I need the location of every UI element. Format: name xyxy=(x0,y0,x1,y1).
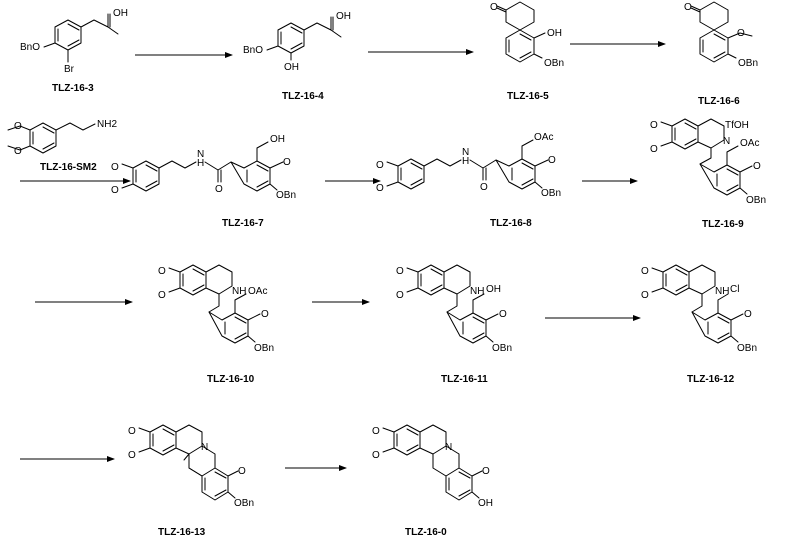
label-tlz-16-3: TLZ-16-3 xyxy=(52,83,94,94)
structure-tlz-16-7: O O H N O OH O OBn TLZ-16-7 xyxy=(111,134,296,229)
atom-o: O xyxy=(650,144,658,155)
label-tlz-16-5: TLZ-16-5 xyxy=(507,91,549,102)
atom-h: H xyxy=(462,156,469,167)
structure-tlz-16-12: O O NH Cl O OBn TLZ-16-12 xyxy=(641,264,757,385)
atom-obn: OBn xyxy=(234,498,254,509)
atom-oh: OH xyxy=(270,134,285,145)
atom-o: O xyxy=(128,426,136,437)
atom-o: O xyxy=(128,450,136,461)
atom-o: O xyxy=(396,266,404,277)
atom-bno: BnO xyxy=(243,45,263,56)
atom-br: Br xyxy=(64,64,75,75)
structure-tlz-16-0: O O N O OH TLZ-16-0 xyxy=(372,424,493,538)
structure-tlz-16-8: O O H N O OAc O OBn TLZ-16-8 xyxy=(376,132,561,229)
atom-o: O xyxy=(283,157,291,168)
label-tlz-16-sm2: TLZ-16-SM2 xyxy=(40,162,97,173)
atom-o: O xyxy=(111,162,119,173)
atom-o: O xyxy=(14,146,22,157)
atom-obn: OBn xyxy=(254,343,274,354)
label-tlz-16-9: TLZ-16-9 xyxy=(702,219,744,230)
label-tlz-16-10: TLZ-16-10 xyxy=(207,374,255,385)
structure-tlz-16-4: OH BnO OH TLZ-16-4 xyxy=(243,11,351,102)
atom-o: O xyxy=(490,2,498,13)
label-tlz-16-4: TLZ-16-4 xyxy=(282,91,324,102)
atom-o: O xyxy=(737,28,745,39)
atom-o: O xyxy=(482,466,490,477)
atom-oh: OH xyxy=(478,498,493,509)
label-tlz-16-0: TLZ-16-0 xyxy=(405,527,447,538)
atom-obn: OBn xyxy=(492,343,512,354)
atom-o: O xyxy=(158,266,166,277)
atom-o: O xyxy=(517,0,525,1)
structure-tlz-16-10: O O NH OAc O OBn TLZ-16-10 xyxy=(158,264,274,385)
atom-o: O xyxy=(480,182,488,193)
structure-tlz-16-13: O O N O OBn TLZ-16-13 xyxy=(128,424,254,538)
structure-tlz-16-6: O O O OBn TLZ-16-6 xyxy=(684,0,758,107)
label-tlz-16-7: TLZ-16-7 xyxy=(222,218,264,229)
atom-o: O xyxy=(372,450,380,461)
atom-o: O xyxy=(744,309,752,320)
atom-tfoh: TfOH xyxy=(725,120,749,131)
atom-obn: OBn xyxy=(544,58,564,69)
structure-tlz-16-11: O O NH OH O OBn TLZ-16-11 xyxy=(396,264,512,385)
atom-oh: OH xyxy=(284,62,299,73)
atom-o: O xyxy=(684,2,692,13)
structure-tlz-16-9: O O TfOH N OAc O OBn TLZ-16-9 xyxy=(650,118,766,230)
atom-nh2: NH2 xyxy=(97,119,117,130)
label-tlz-16-6: TLZ-16-6 xyxy=(698,96,740,107)
atom-o: O xyxy=(372,426,380,437)
label-tlz-16-13: TLZ-16-13 xyxy=(158,527,206,538)
atom-o: O xyxy=(641,266,649,277)
atom-nh: NH xyxy=(715,286,729,297)
atom-n: N xyxy=(197,149,204,160)
atom-oh: OH xyxy=(336,11,351,22)
atom-obn: OBn xyxy=(737,343,757,354)
atom-oh: OH xyxy=(113,8,128,19)
atom-o: O xyxy=(158,290,166,301)
atom-o: O xyxy=(376,183,384,194)
atom-n: N xyxy=(201,442,208,453)
atom-oh: OH xyxy=(486,284,501,295)
atom-nh: NH xyxy=(232,286,246,297)
atom-o: O xyxy=(711,0,719,1)
atom-obn: OBn xyxy=(746,195,766,206)
atom-n: N xyxy=(462,147,469,158)
label-tlz-16-8: TLZ-16-8 xyxy=(490,218,532,229)
atom-oac: OAc xyxy=(534,132,553,143)
atom-o: O xyxy=(111,185,119,196)
atom-o: O xyxy=(215,184,223,195)
atom-bno: BnO xyxy=(20,42,40,53)
atom-h: H xyxy=(197,158,204,169)
atom-oac: OAc xyxy=(740,138,759,149)
label-tlz-16-11: TLZ-16-11 xyxy=(441,374,488,385)
atom-o: O xyxy=(499,309,507,320)
atom-o: O xyxy=(641,290,649,301)
atom-obn: OBn xyxy=(541,188,561,199)
atom-obn: OBn xyxy=(738,58,758,69)
atom-o: O xyxy=(14,121,22,132)
atom-o: O xyxy=(238,466,246,477)
atom-cl: Cl xyxy=(730,284,739,295)
structure-tlz-16-5: O O OH OBn TLZ-16-5 xyxy=(490,0,564,102)
atom-oac: OAc xyxy=(248,286,267,297)
atom-o: O xyxy=(548,155,556,166)
atom-o: O xyxy=(650,120,658,131)
atom-o: O xyxy=(261,309,269,320)
atom-oh: OH xyxy=(547,28,562,39)
atom-n: N xyxy=(723,136,730,147)
atom-o: O xyxy=(376,160,384,171)
atom-o: O xyxy=(396,290,404,301)
atom-n: N xyxy=(445,442,452,453)
structure-tlz-16-sm2: O O NH2 TLZ-16-SM2 xyxy=(7,119,117,173)
atom-obn: OBn xyxy=(276,190,296,201)
structure-tlz-16-3: OH BnO Br TLZ-16-3 xyxy=(20,8,128,94)
atom-o: O xyxy=(753,161,761,172)
atom-nh: NH xyxy=(470,286,484,297)
label-tlz-16-12: TLZ-16-12 xyxy=(687,374,735,385)
